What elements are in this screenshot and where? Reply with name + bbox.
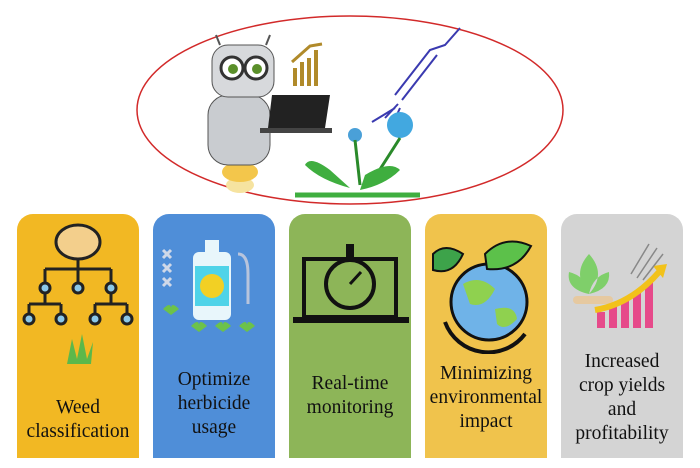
hero-illustration <box>136 15 564 205</box>
laptop-stopwatch-icon <box>293 244 409 323</box>
card-label: Real-time monitoring <box>289 372 411 420</box>
growth-chart-icon <box>291 42 323 86</box>
label-line: impact <box>459 411 513 432</box>
earth-leaves-icon <box>432 240 533 354</box>
card-environmental-impact: Minimizing environmental impact <box>425 214 547 458</box>
card-crop-yields: Increased crop yields and profitability <box>561 214 683 458</box>
label-line: Increased <box>584 351 660 372</box>
card-label: Increased crop yields and profitability <box>561 350 683 446</box>
label-line: usage <box>191 417 237 438</box>
label-line: and <box>607 399 637 420</box>
sprayer-nozzle-icon <box>371 27 461 131</box>
label-line: environmental <box>429 387 543 408</box>
label-line: classification <box>26 421 130 442</box>
card-label: Weed classification <box>17 396 139 444</box>
neural-network-weed-icon <box>22 223 134 364</box>
label-line: Weed <box>56 397 100 418</box>
label-line: Minimizing <box>439 363 533 384</box>
sprayer-seedlings-icon <box>161 240 255 332</box>
label-line: profitability <box>575 423 669 444</box>
card-label: Minimizing environmental impact <box>425 362 547 434</box>
robot-icon <box>207 34 275 193</box>
card-label: Optimize herbicide usage <box>153 368 275 440</box>
label-line: crop yields <box>578 375 666 396</box>
highlight-ellipse <box>136 15 564 205</box>
label-line: herbicide <box>177 393 251 414</box>
label-line: monitoring <box>306 397 394 418</box>
laptop-icon <box>260 95 332 133</box>
card-weed-classification: Weed classification <box>17 214 139 458</box>
growth-chart-plant-icon <box>568 243 667 328</box>
dandelion-weed-icon <box>295 112 420 198</box>
label-line: Real-time <box>311 373 389 394</box>
card-real-time-monitoring: Real-time monitoring <box>289 214 411 458</box>
label-line: Optimize <box>177 369 251 390</box>
card-optimize-herbicide: Optimize herbicide usage <box>153 214 275 458</box>
